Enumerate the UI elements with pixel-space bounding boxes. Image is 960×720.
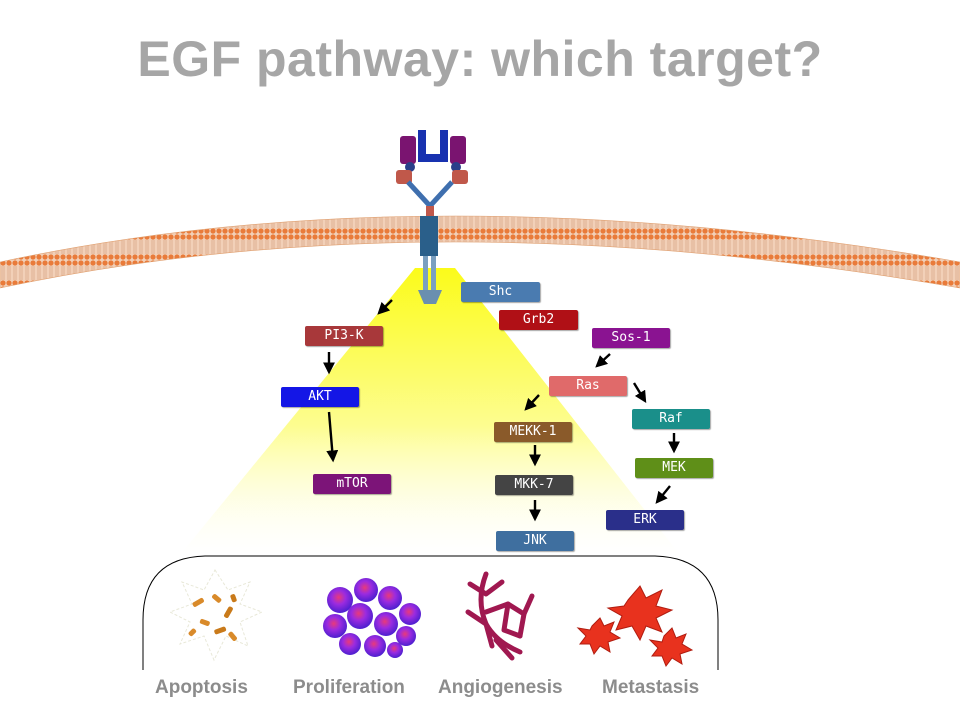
node-pi3k: PI3-K: [305, 326, 383, 346]
egf-receptor-icon: [396, 130, 468, 304]
arrow-ras-to-mekk1: [524, 394, 540, 411]
signal-cone: [180, 268, 680, 555]
label-angiogenesis: Angiogenesis: [438, 677, 563, 698]
label-proliferation: Proliferation: [293, 677, 405, 698]
node-erk: ERK: [606, 510, 684, 530]
node-mekk1: MEKK-1: [494, 422, 572, 442]
arrow-ras-to-raf: [632, 382, 647, 404]
node-akt: AKT: [281, 387, 359, 407]
proliferation-icon: [323, 578, 421, 658]
node-jnk: JNK: [496, 531, 574, 551]
outcome-frame: [142, 555, 719, 670]
angiogenesis-icon: [465, 571, 535, 661]
label-metastasis: Metastasis: [602, 677, 700, 698]
arrow-sos1-to-ras: [595, 353, 611, 368]
metastasis-icon: [576, 585, 694, 668]
node-mkk7: MKK-7: [495, 475, 573, 495]
node-mtor: mTOR: [313, 474, 391, 494]
cell-membrane: [0, 215, 960, 289]
node-raf: Raf: [632, 409, 710, 429]
node-ras: Ras: [549, 376, 627, 396]
page-title: EGF pathway: which target?: [137, 31, 823, 87]
node-shc: Shc: [461, 282, 540, 302]
arrow-receptor-to-pi3k: [377, 299, 393, 315]
apoptosis-icon: [168, 569, 264, 662]
pathway-arrows: [323, 299, 680, 522]
node-mek: MEK: [635, 458, 713, 478]
node-sos1: Sos-1: [592, 328, 670, 348]
node-grb2: Grb2: [499, 310, 578, 330]
arrow-mek-to-erk: [655, 485, 671, 504]
arrow-akt-to-mtor: [326, 411, 339, 463]
label-apoptosis: Apoptosis: [155, 677, 248, 698]
